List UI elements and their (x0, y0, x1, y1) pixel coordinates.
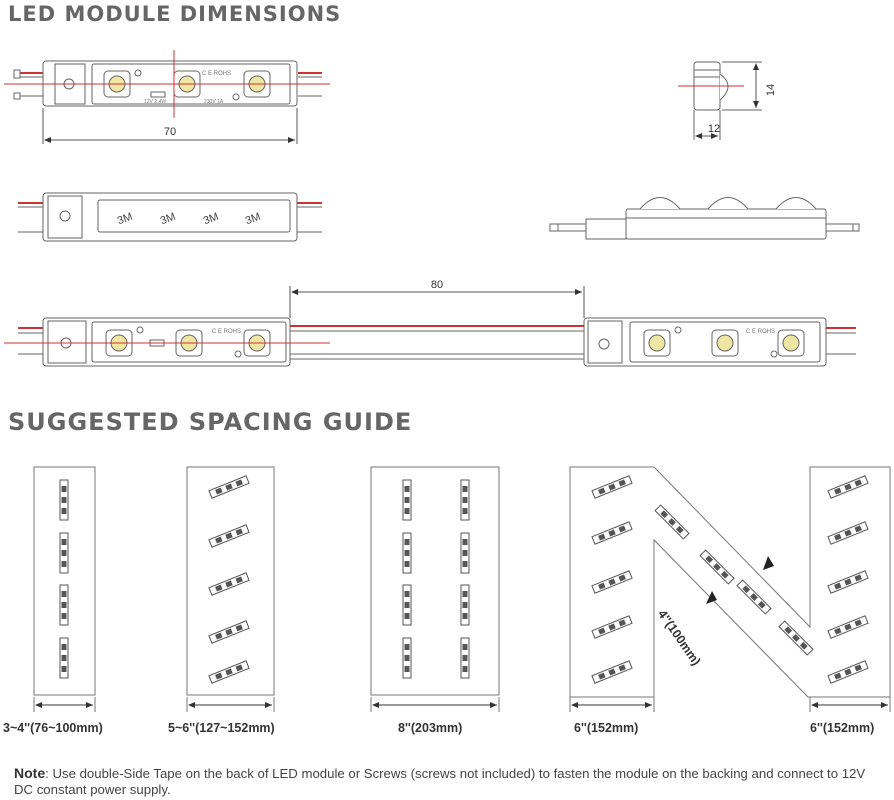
back-view-module (18, 192, 322, 242)
spacing-panel-3 (370, 466, 500, 712)
cert-text-top: C E ROHS (202, 71, 231, 77)
led-module-marker (208, 660, 250, 684)
small-text-right-top: 230V 1A (204, 99, 224, 105)
led-module-marker (827, 615, 869, 639)
connected-modules (4, 286, 856, 367)
led-module-marker (208, 572, 250, 596)
led-module-marker (654, 504, 690, 540)
led-module-marker (59, 637, 69, 679)
led-module-marker (59, 584, 69, 626)
top-view-module (4, 50, 330, 118)
led-module-markers (59, 475, 869, 684)
led-module-marker (402, 637, 412, 679)
side-height-label: 14 (765, 84, 777, 96)
led-module-marker (699, 549, 735, 585)
cable-spacing-label: 80 (431, 279, 443, 291)
panel4-left-spacing-label: 6''(152mm) (574, 721, 639, 735)
led-module-marker (460, 532, 470, 574)
led-module-marker (59, 532, 69, 574)
tape-label-3: 3M (202, 211, 220, 228)
led-module-marker (591, 570, 633, 594)
led-module-marker (402, 584, 412, 626)
led-module-marker (208, 475, 250, 499)
note-text: Note: Use double-Side Tape on the back o… (14, 765, 884, 798)
cert-text-right: C E ROHS (746, 329, 775, 335)
led-module-marker (208, 524, 250, 548)
panel3-spacing-label: 8''(203mm) (398, 721, 463, 735)
led-module-marker (460, 479, 470, 521)
small-text-left-top: 12V 2.4W (144, 99, 166, 105)
side-width-label: 12 (708, 123, 720, 135)
led-module-marker (460, 584, 470, 626)
led-module-marker (460, 637, 470, 679)
led-module-marker (402, 479, 412, 521)
led-module-marker (591, 660, 633, 684)
led-module-marker (778, 620, 814, 656)
led-module-marker (827, 521, 869, 545)
led-module-marker (827, 570, 869, 594)
note-prefix: Note (14, 765, 46, 781)
dimensions-heading: LED MODULE DIMENSIONS (8, 2, 342, 26)
led-module-marker (736, 579, 772, 615)
diagonal-spacing-label: 4''(100mm) (655, 607, 703, 668)
tape-label-2: 3M (159, 211, 177, 228)
led-module-marker (827, 475, 869, 499)
led-module-marker (208, 620, 250, 644)
panel1-spacing-label: 3~4''(76~100mm) (3, 721, 103, 735)
cert-text-left: C E ROHS (212, 329, 241, 335)
led-module-marker (827, 660, 869, 684)
led-module-marker (591, 521, 633, 545)
led-module-marker (59, 479, 69, 521)
note-body: : Use double-Side Tape on the back of LE… (14, 766, 866, 797)
length-dimension-line (42, 108, 298, 144)
tape-label-4: 3M (244, 211, 262, 228)
side-view-module (678, 61, 762, 140)
tape-label-1: 3M (116, 211, 134, 228)
side-profile-module (549, 197, 860, 240)
panel2-spacing-label: 5~6''(127~152mm) (168, 721, 275, 735)
spacing-guide-heading: SUGGESTED SPACING GUIDE (8, 408, 413, 436)
panel4-right-spacing-label: 6''(152mm) (810, 721, 875, 735)
led-module-marker (591, 615, 633, 639)
led-module-marker (402, 532, 412, 574)
length-dimension-label: 70 (164, 126, 176, 138)
led-module-marker (591, 475, 633, 499)
